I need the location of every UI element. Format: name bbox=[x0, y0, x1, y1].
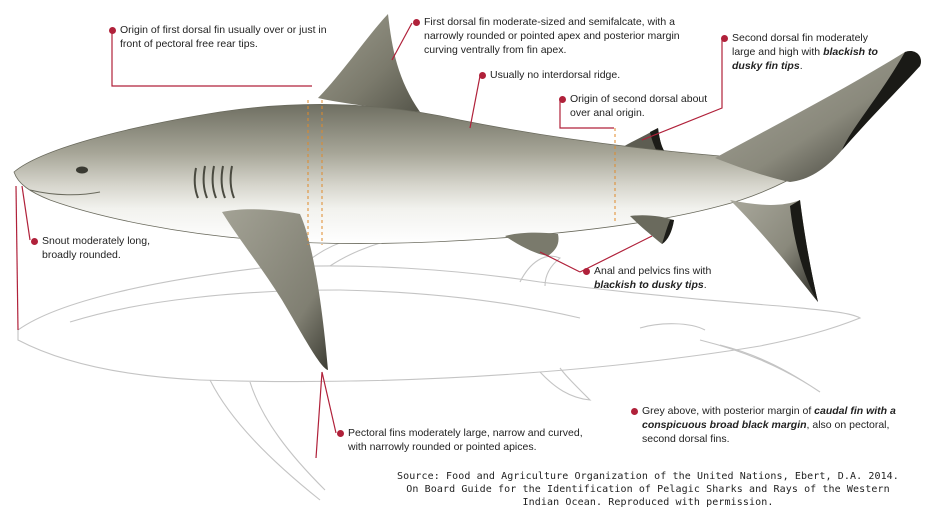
bullet-dot bbox=[31, 238, 38, 245]
ventral-pectoral-left-inner bbox=[250, 382, 325, 490]
note-second-dorsal-end: . bbox=[800, 60, 803, 72]
note-second-dorsal: Second dorsal fin moderately large and h… bbox=[732, 32, 892, 74]
ventral-pectoral-left-outline bbox=[210, 380, 320, 500]
note-anal-pelvic: Anal and pelvics fins with blackish to d… bbox=[594, 265, 744, 293]
bullet-dot bbox=[559, 96, 566, 103]
note-snout: Snout moderately long, broadly rounded. bbox=[42, 235, 177, 263]
note-pectoral: Pectoral fins moderately large, narrow a… bbox=[348, 427, 583, 455]
note-dorsal-origin: Origin of first dorsal fin usually over … bbox=[120, 24, 335, 52]
bullet-dot bbox=[631, 408, 638, 415]
leader-anal-pelvic bbox=[540, 252, 580, 272]
shark-body bbox=[14, 104, 810, 243]
note-anal-pelvic-emphasis: blackish to dusky tips bbox=[594, 279, 704, 291]
eye bbox=[76, 167, 88, 174]
note-anal-pelvic-text: Anal and pelvics fins with bbox=[594, 265, 711, 277]
leader-first-dorsal bbox=[392, 23, 412, 60]
bullet-dot bbox=[721, 35, 728, 42]
note-grey: Grey above, with posterior margin of cau… bbox=[642, 405, 912, 447]
note-snout-text: Snout moderately long, broadly rounded. bbox=[42, 235, 150, 261]
bullet-dot bbox=[583, 268, 590, 275]
ventral-second-fin-outline bbox=[640, 324, 705, 330]
note-first-dorsal-text: First dorsal fin moderate-sized and semi… bbox=[424, 16, 680, 56]
bullet-dot bbox=[413, 19, 420, 26]
note-first-dorsal: First dorsal fin moderate-sized and semi… bbox=[424, 16, 686, 58]
note-second-dorsal-origin: Origin of second dorsal about over anal … bbox=[570, 93, 720, 121]
pelvic-fin bbox=[505, 233, 559, 256]
ventral-tail-outline bbox=[700, 340, 820, 392]
leader-interdorsal bbox=[470, 76, 480, 128]
leader-pectoral bbox=[316, 372, 336, 458]
note-pectoral-text: Pectoral fins moderately large, narrow a… bbox=[348, 427, 583, 453]
ventral-inner-outline bbox=[70, 290, 580, 322]
bullet-dot bbox=[109, 27, 116, 34]
leader-snout-lower bbox=[16, 186, 18, 330]
note-grey-text: Grey above, with posterior margin of bbox=[642, 405, 814, 417]
ventral-pelvic-outline bbox=[540, 368, 590, 400]
source-citation: Source: Food and Agriculture Organizatio… bbox=[388, 471, 908, 508]
note-interdorsal: Usually no interdorsal ridge. bbox=[490, 69, 670, 83]
leader-snout bbox=[22, 186, 30, 240]
note-dorsal-origin-text: Origin of first dorsal fin usually over … bbox=[120, 24, 327, 50]
bullet-dot bbox=[337, 430, 344, 437]
note-second-dorsal-origin-text: Origin of second dorsal about over anal … bbox=[570, 93, 707, 119]
bullet-dot bbox=[479, 72, 486, 79]
note-interdorsal-text: Usually no interdorsal ridge. bbox=[490, 69, 620, 81]
note-anal-pelvic-end: . bbox=[704, 279, 707, 291]
